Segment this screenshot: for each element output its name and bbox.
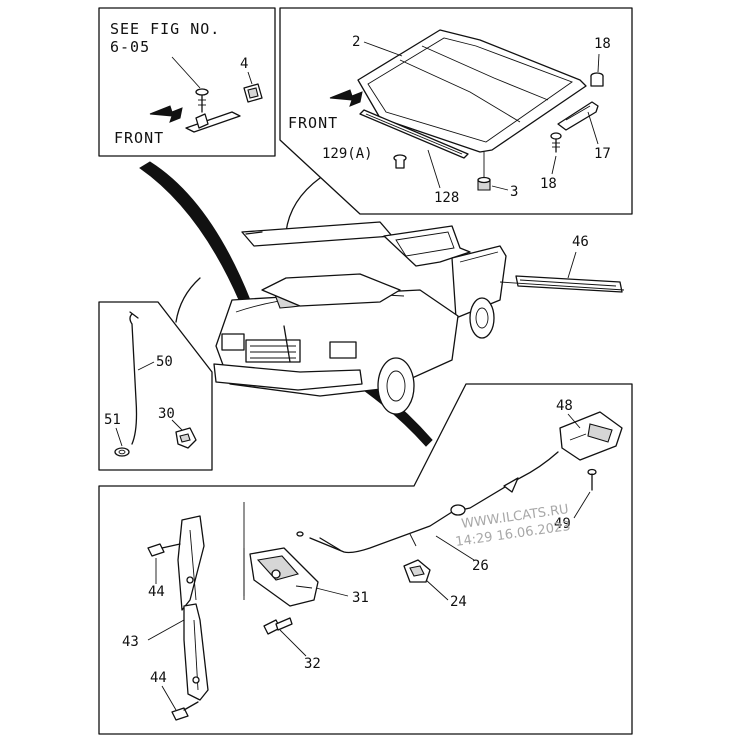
- support-bracket-43-icon: [177, 502, 245, 701]
- callout-51: 51: [104, 412, 121, 428]
- callout-44b: 44: [150, 670, 167, 686]
- callout-129a: 129(A): [322, 146, 373, 162]
- hood-panel-icon: [357, 29, 587, 153]
- bolt-44a-icon: [147, 543, 181, 557]
- screw-49-icon: [587, 468, 597, 491]
- hood-latch-31-icon: [243, 547, 319, 607]
- callout-30: 30: [158, 406, 175, 422]
- bolt-32-icon: [263, 617, 293, 635]
- callout-32: 32: [304, 656, 321, 672]
- rail-46-icon: [499, 275, 625, 293]
- seal-strip-128-icon: [359, 109, 469, 159]
- hinge-bolt-icon: [171, 56, 209, 113]
- inset-hood-hinge: SEE FIG NO. 6-05 4 FRONT: [98, 7, 276, 157]
- see-fig-line2: 6-05: [110, 38, 150, 56]
- callout-128: 128: [434, 190, 459, 206]
- see-fig-line1: SEE FIG NO.: [110, 20, 220, 38]
- callout-18b: 18: [540, 176, 557, 192]
- front-arrow-icon: [149, 105, 183, 123]
- callout-17: 17: [594, 146, 611, 162]
- bumper-3-icon: [477, 176, 491, 191]
- callout-4: 4: [240, 56, 248, 72]
- inset-frame-hood: [279, 7, 633, 215]
- inset-prop-rod: 50 51 30: [98, 301, 213, 471]
- inset-frame-latch: [98, 383, 633, 735]
- inset-hood-panel: 2 18 17 18 128: [279, 7, 633, 215]
- bolt-44b-icon: [171, 701, 199, 721]
- callout-49: 49: [554, 516, 571, 532]
- callout-50: 50: [156, 354, 173, 370]
- holder-30-icon: [175, 427, 197, 449]
- release-cable-26-icon: [296, 451, 559, 554]
- clip-4-icon: [243, 83, 263, 103]
- front-label-2: FRONT: [288, 114, 338, 132]
- front-label-1: FRONT: [114, 129, 164, 147]
- callout-3: 3: [510, 184, 518, 200]
- inset-frame-prop: [98, 301, 213, 471]
- front-arrow-icon-2: [329, 89, 363, 107]
- bumper-18-icon: [590, 72, 604, 87]
- clip-129a-icon: [393, 154, 407, 169]
- prop-rod-50-icon: [129, 311, 139, 445]
- callout-18a: 18: [594, 36, 611, 52]
- callout-2: 2: [352, 34, 360, 50]
- callout-44a: 44: [148, 584, 165, 600]
- inset-frame-hinge: [98, 7, 276, 157]
- callout-24: 24: [450, 594, 467, 610]
- inset-latch-cable: 48 49 26 24: [98, 383, 633, 735]
- pickup-truck-illustration: [139, 161, 507, 447]
- callout-43: 43: [122, 634, 139, 650]
- cable-clip-24-icon: [403, 559, 431, 583]
- bolt-18-icon: [550, 132, 562, 153]
- striker-17-icon: [557, 101, 599, 131]
- callout-46: 46: [572, 234, 589, 250]
- callout-26: 26: [472, 558, 489, 574]
- callout-31: 31: [352, 590, 369, 606]
- grommet-51-icon: [114, 447, 130, 457]
- callout-48: 48: [556, 398, 573, 414]
- hinge-bracket-icon: [185, 111, 241, 133]
- opened-hood: [241, 221, 393, 247]
- release-handle-48-icon: [559, 411, 623, 461]
